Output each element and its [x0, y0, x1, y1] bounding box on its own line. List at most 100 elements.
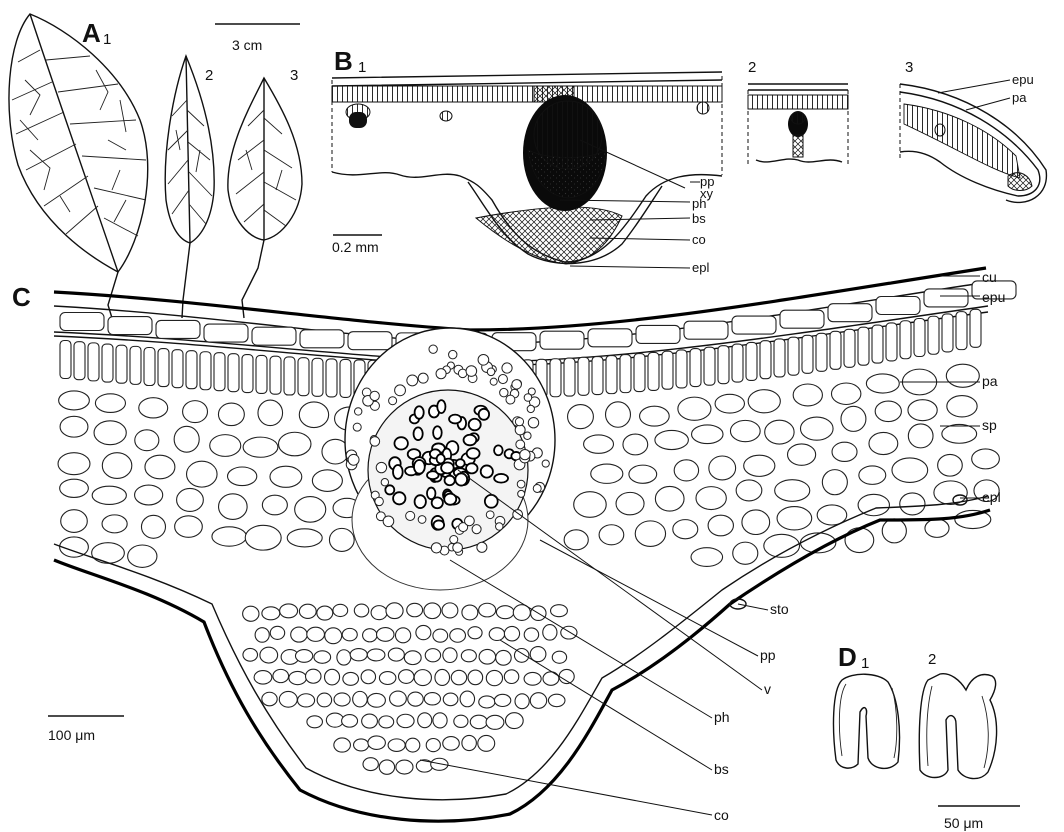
- collenchyma-cell: [515, 694, 529, 709]
- spongy-cell: [800, 417, 833, 440]
- collenchyma-cell: [462, 605, 478, 620]
- collenchyma-cell: [314, 651, 331, 663]
- spongy-cell: [640, 406, 670, 426]
- collenchyma-cell: [399, 670, 414, 684]
- epidermis-cell: [636, 325, 680, 343]
- collenchyma-cell: [460, 691, 474, 707]
- collenchyma-cell: [486, 715, 504, 729]
- spongy-cell: [187, 461, 218, 487]
- spongy-cell: [925, 519, 949, 537]
- phloem-cell: [527, 405, 534, 412]
- phloem-cell: [524, 432, 531, 439]
- phloem-cell: [515, 425, 525, 435]
- spongy-cell: [295, 497, 326, 523]
- spongy-cell: [94, 421, 126, 445]
- spongy-cell: [60, 416, 88, 437]
- panel-b-number-1: 1: [358, 59, 366, 76]
- panel-d-letter: D: [838, 642, 857, 672]
- epidermis-cell: [60, 313, 104, 331]
- collenchyma-cell: [262, 607, 280, 620]
- spongy-cell: [859, 466, 886, 484]
- spongy-cell: [869, 432, 898, 454]
- collenchyma-cell: [307, 627, 325, 641]
- phloem-cell: [542, 460, 549, 467]
- palisade-cell: [942, 314, 953, 352]
- spongy-cell: [102, 515, 127, 533]
- palisade-cell: [606, 356, 617, 394]
- b1-label-epl: epl: [692, 260, 709, 275]
- spongy-cell: [574, 492, 607, 518]
- phloem-cell: [478, 354, 489, 365]
- spongy-cell: [674, 460, 698, 481]
- panel-b-number-2: 2: [748, 59, 756, 76]
- palisade-cell: [676, 350, 687, 388]
- b3-label-pa: pa: [1012, 90, 1027, 105]
- epidermis-cell: [300, 330, 344, 348]
- panel-b-scale-label: 0.2 mm: [332, 239, 379, 255]
- collenchyma-cell: [295, 650, 312, 663]
- spongy-cell: [210, 435, 241, 457]
- palisade-cell: [578, 357, 589, 395]
- collenchyma-cell: [397, 714, 414, 727]
- spongy-cell: [278, 432, 310, 456]
- xylem-vessel: [444, 494, 456, 505]
- spongy-cell: [270, 466, 302, 487]
- epidermis-cell: [924, 289, 968, 307]
- collenchyma-cell: [317, 606, 333, 620]
- phloem-cell: [477, 542, 487, 552]
- b1-leaf-section: [332, 72, 722, 264]
- phloem-cell: [370, 391, 379, 400]
- collenchyma-cell: [408, 692, 424, 706]
- spongy-cell: [777, 507, 812, 530]
- xylem-vessel: [393, 465, 403, 479]
- phloem-cell: [381, 479, 388, 486]
- spongy-cell: [218, 403, 244, 425]
- collenchyma-cell: [388, 739, 405, 752]
- collenchyma-cell: [342, 715, 358, 728]
- c-label-sp: sp: [982, 417, 997, 433]
- palisade-cell: [844, 329, 855, 367]
- collenchyma-cell: [379, 672, 395, 685]
- spongy-cell: [58, 453, 90, 475]
- collenchyma-cell: [354, 604, 368, 617]
- epidermis-cell: [732, 316, 776, 334]
- palisade-cell: [60, 341, 71, 379]
- leaf-1-illustration: [9, 14, 148, 318]
- spongy-cell: [934, 481, 967, 505]
- epidermis-cell: [348, 332, 392, 350]
- palisade-cell: [326, 359, 337, 397]
- collenchyma-cell: [433, 713, 447, 728]
- palisade-cell: [284, 357, 295, 395]
- collenchyma-cell: [443, 648, 457, 663]
- spongy-cell: [623, 434, 648, 455]
- phloem-cell: [375, 497, 383, 505]
- collenchyma-cell: [479, 603, 496, 617]
- spongy-cell: [708, 515, 733, 536]
- spongy-cell: [822, 470, 847, 495]
- spongy-cell: [744, 455, 775, 476]
- collenchyma-cell: [270, 626, 284, 639]
- collenchyma-cell: [524, 628, 538, 641]
- collenchyma-cell: [450, 629, 466, 643]
- xylem-vessel: [414, 460, 425, 474]
- panel-d: D 1 2 50 μm: [834, 642, 1020, 831]
- xylem-vessel: [479, 409, 489, 420]
- collenchyma-cell: [307, 716, 323, 728]
- xylem-vessel: [464, 435, 477, 446]
- phloem-cell: [389, 397, 397, 405]
- spongy-cell: [59, 391, 90, 410]
- collenchyma-cell: [424, 603, 441, 619]
- collenchyma-cell: [425, 649, 440, 662]
- xylem-vessel: [394, 437, 407, 449]
- epidermis-cell: [204, 324, 248, 342]
- palisade-cell: [620, 355, 631, 393]
- phloem-cell: [500, 388, 508, 396]
- palisade-cell: [130, 346, 141, 384]
- collenchyma-cell: [279, 691, 297, 707]
- b1-label-bs: bs: [692, 211, 706, 226]
- phloem-cell: [407, 375, 418, 386]
- palisade-cell: [312, 358, 323, 396]
- phloem-cell: [354, 408, 361, 415]
- b1-label-co: co: [692, 232, 706, 247]
- spongy-cell: [568, 405, 594, 429]
